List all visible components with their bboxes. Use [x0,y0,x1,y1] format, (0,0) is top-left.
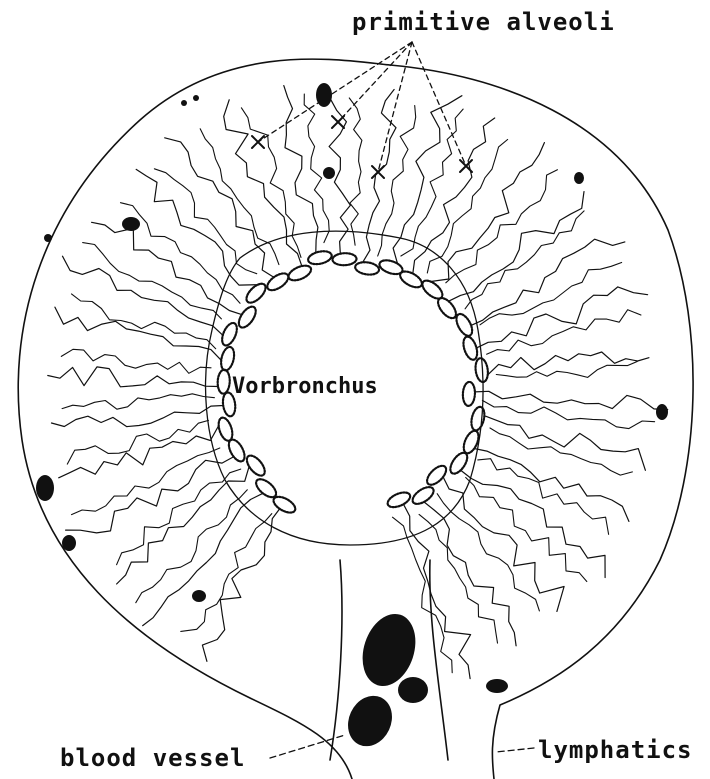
epithelial-lip [410,484,437,507]
septum-line [485,416,646,471]
septum-line [488,352,649,374]
epithelial-lip [219,321,240,348]
septum-line [378,106,416,257]
septum-line [241,108,301,258]
septum-line [419,514,497,643]
septum-line [393,96,462,264]
septum-line [401,109,463,256]
epithelial-lip [469,406,486,432]
septum-line [465,211,584,309]
epithelial-lip [286,263,313,284]
septum-line [461,471,605,578]
septum-line [55,307,221,360]
stalk-line-left [330,560,342,760]
epithelial-lip [386,489,413,510]
epithelial-lip [332,253,356,266]
septum-line [62,394,214,409]
epithelial-lip [236,304,260,331]
septum-line [48,367,218,387]
septum-line [143,493,263,625]
epithelial-lip [307,249,333,266]
stalk-line-right [430,560,448,760]
label-primitive-alveoli: primitive alveoli [352,8,615,36]
epithelial-lip [461,429,482,456]
septum-line [413,118,495,274]
septum-line [449,192,584,302]
septum-line [446,170,558,283]
septum-line [121,203,241,304]
septum-line [83,243,222,319]
epithelial-lip [447,450,471,477]
septum-line [480,263,622,325]
lymphatics-leader-line [496,748,534,752]
label-vorbronchus: Vorbronchus [232,374,378,399]
septum-line [59,426,219,478]
septum-line [202,509,279,661]
epithelial-lip [216,416,235,443]
septum-line [427,140,507,274]
septum-line [487,310,641,355]
septum-line [466,478,587,582]
epithelial-lip [461,335,480,362]
epithelial-lip [217,369,230,394]
septum-line [165,138,274,277]
septum-line [284,86,318,253]
epithelial-lip [462,382,475,407]
blood-vessels [36,83,668,753]
septum-line [490,428,632,475]
septum-line [437,494,539,611]
label-blood-vessel: blood vessel [60,744,245,772]
epithelial-lip [453,311,475,338]
epithelial-lip [398,268,425,290]
septum-line [136,490,248,603]
septum-line [349,98,362,245]
septum-line [200,129,279,265]
epithelial-lip [424,463,449,488]
septum-line [61,349,211,373]
septum-line [66,457,234,533]
septum-line [117,469,241,565]
septum-line [63,256,223,335]
septum-line [496,362,637,378]
septum-line [72,294,216,349]
epithelial-lip [354,261,379,276]
septum-line [154,169,256,274]
epithelial-lip [219,346,236,372]
label-lymphatics: lymphatics [538,736,693,764]
